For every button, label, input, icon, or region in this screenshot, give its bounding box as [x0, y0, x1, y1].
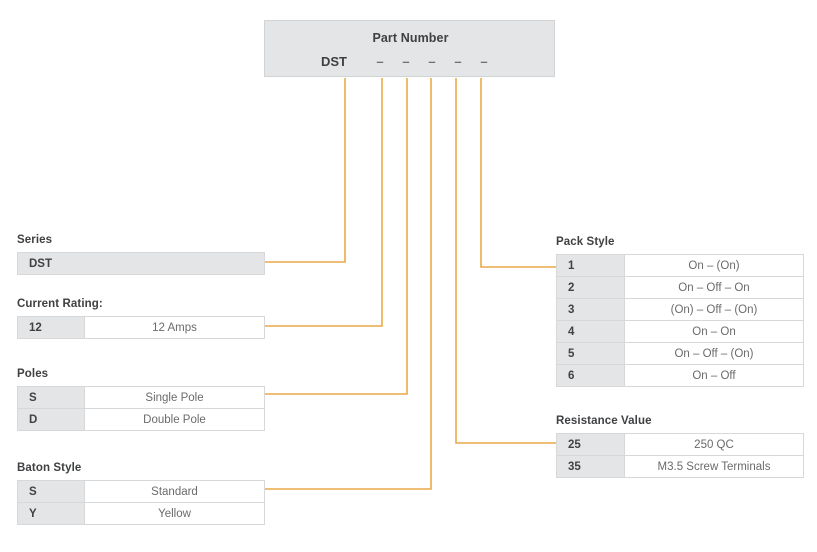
- group-title-resistance-value: Resistance Value: [556, 415, 652, 427]
- table-baton-style: S Standard Y Yellow: [17, 480, 265, 525]
- part-number-code-row: DST – – – – –: [265, 54, 556, 70]
- connector-pack-style: [480, 78, 556, 268]
- part-number-slot-1: –: [376, 54, 384, 69]
- cell-code: S: [17, 386, 85, 409]
- page-title: Part Number: [372, 31, 449, 45]
- group-title-poles: Poles: [17, 368, 49, 380]
- group-title-current-rating: Current Rating:: [17, 298, 103, 310]
- part-number-slot-4: –: [454, 54, 462, 69]
- cell-code: 5: [556, 342, 625, 365]
- table-row: D Double Pole: [17, 408, 265, 431]
- cell-code: 2: [556, 276, 625, 299]
- table-resistance-value: 25 250 QC 35 M3.5 Screw Terminals: [556, 433, 804, 478]
- cell-code: 6: [556, 364, 625, 387]
- part-number-header: Part Number DST – – – – –: [264, 20, 555, 77]
- table-row: 2 On – Off – On: [556, 276, 804, 299]
- table-row: Y Yellow: [17, 502, 265, 525]
- group-series: Series DST: [17, 234, 265, 275]
- group-title-series: Series: [17, 234, 53, 246]
- cell-description: On – Off – (On): [624, 342, 804, 365]
- cell-description: 12 Amps: [84, 316, 265, 339]
- cell-description: Single Pole: [84, 386, 265, 409]
- cell-code: D: [17, 408, 85, 431]
- cell-description: On – Off: [624, 364, 804, 387]
- connector-resistance: [455, 78, 556, 444]
- group-resistance-value: Resistance Value 25 250 QC 35 M3.5 Screw…: [556, 415, 804, 478]
- cell-code: 35: [556, 455, 625, 478]
- group-poles: Poles S Single Pole D Double Pole: [17, 368, 265, 431]
- cell-description: Yellow: [84, 502, 265, 525]
- part-number-prefix: DST: [321, 54, 347, 69]
- cell-description: Double Pole: [84, 408, 265, 431]
- table-row: 1 On – (On): [556, 254, 804, 277]
- table-row: 5 On – Off – (On): [556, 342, 804, 365]
- cell-description: On – (On): [624, 254, 804, 277]
- cell-code: 1: [556, 254, 625, 277]
- group-title-pack-style: Pack Style: [556, 236, 615, 248]
- cell-code: 12: [17, 316, 85, 339]
- connector-current-rating: [264, 78, 383, 327]
- cell-description: M3.5 Screw Terminals: [624, 455, 804, 478]
- part-number-slot-3: –: [428, 54, 436, 69]
- table-row: DST: [17, 252, 265, 275]
- table-row: 12 12 Amps: [17, 316, 265, 339]
- table-row: 35 M3.5 Screw Terminals: [556, 455, 804, 478]
- table-row: 6 On – Off: [556, 364, 804, 387]
- cell-code: DST: [17, 252, 265, 275]
- connector-series: [264, 78, 346, 263]
- cell-description: 250 QC: [624, 433, 804, 456]
- table-row: 25 250 QC: [556, 433, 804, 456]
- part-number-slot-2: –: [402, 54, 410, 69]
- connector-poles: [264, 78, 408, 395]
- cell-code: 25: [556, 433, 625, 456]
- group-baton-style: Baton Style S Standard Y Yellow: [17, 462, 265, 525]
- cell-description: On – On: [624, 320, 804, 343]
- group-title-baton-style: Baton Style: [17, 462, 82, 474]
- table-row: S Single Pole: [17, 386, 265, 409]
- cell-description: (On) – Off – (On): [624, 298, 804, 321]
- cell-code: 4: [556, 320, 625, 343]
- connector-baton-style: [264, 78, 432, 490]
- group-pack-style: Pack Style 1 On – (On) 2 On – Off – On 3…: [556, 236, 804, 387]
- cell-code: Y: [17, 502, 85, 525]
- group-current-rating: Current Rating: 12 12 Amps: [17, 298, 265, 339]
- table-poles: S Single Pole D Double Pole: [17, 386, 265, 431]
- cell-code: S: [17, 480, 85, 503]
- table-row: 3 (On) – Off – (On): [556, 298, 804, 321]
- cell-description: On – Off – On: [624, 276, 804, 299]
- table-pack-style: 1 On – (On) 2 On – Off – On 3 (On) – Off…: [556, 254, 804, 387]
- table-series: DST: [17, 252, 265, 275]
- table-row: 4 On – On: [556, 320, 804, 343]
- cell-code: 3: [556, 298, 625, 321]
- part-number-slot-5: –: [480, 54, 488, 69]
- table-row: S Standard: [17, 480, 265, 503]
- table-current-rating: 12 12 Amps: [17, 316, 265, 339]
- cell-description: Standard: [84, 480, 265, 503]
